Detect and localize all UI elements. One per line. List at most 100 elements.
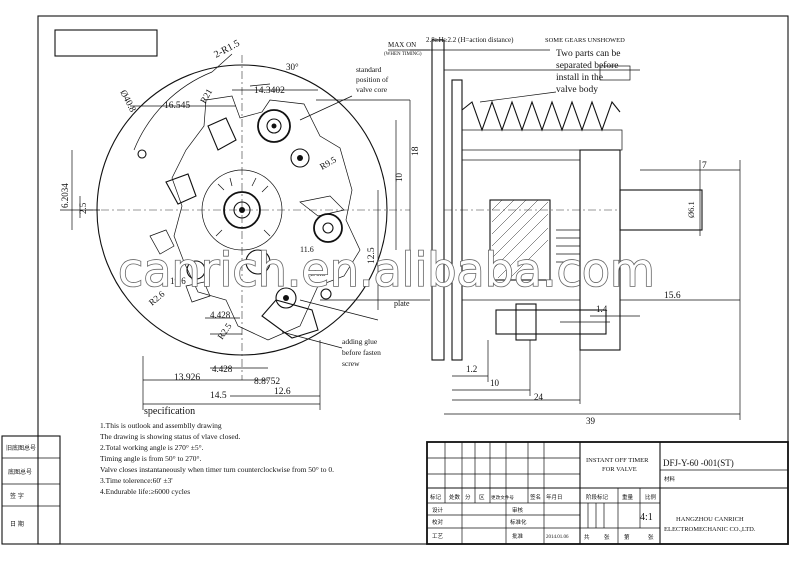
svg-text:12.6: 12.6 bbox=[274, 387, 291, 397]
svg-text:4.Endurable life:≥6000 cycles: 4.Endurable life:≥6000 cycles bbox=[100, 487, 190, 496]
svg-text:before fasten: before fasten bbox=[342, 348, 381, 357]
svg-text:standard: standard bbox=[356, 65, 382, 74]
svg-text:区: 区 bbox=[479, 494, 485, 501]
svg-text:install in the: install in the bbox=[556, 73, 603, 83]
svg-text:1.4: 1.4 bbox=[596, 304, 608, 314]
max-on-label: MAX ON bbox=[388, 41, 416, 49]
svg-text:Timing angle is from 50° to 2: Timing angle is from 50° to 270°. bbox=[100, 454, 201, 463]
svg-text:16.545: 16.545 bbox=[164, 101, 190, 111]
svg-text:HANGZHOU CANRICH: HANGZHOU CANRICH bbox=[676, 516, 744, 523]
svg-text:R2.5: R2.5 bbox=[215, 321, 233, 341]
svg-text:30°: 30° bbox=[286, 62, 299, 72]
svg-text:R9.5: R9.5 bbox=[318, 154, 338, 172]
svg-text:valve body: valve body bbox=[556, 85, 598, 95]
specification-block: specification 1.This is outlook and asse… bbox=[100, 406, 334, 496]
svg-text:14.3402: 14.3402 bbox=[254, 86, 285, 96]
gears-note-label: SOME GEARS UNSHOWED bbox=[545, 37, 625, 44]
svg-text:张: 张 bbox=[604, 533, 610, 541]
sheet-border bbox=[37, 15, 789, 545]
svg-text:第: 第 bbox=[624, 533, 630, 541]
svg-text:张: 张 bbox=[648, 533, 654, 541]
svg-text:2-R1.5: 2-R1.5 bbox=[212, 38, 241, 61]
svg-text:specification: specification bbox=[144, 406, 195, 417]
svg-text:adding glue: adding glue bbox=[342, 337, 378, 346]
svg-text:8.8752: 8.8752 bbox=[254, 377, 280, 387]
svg-text:1.2: 1.2 bbox=[466, 364, 477, 374]
svg-text:DFJ-Y-60 -001(ST): DFJ-Y-60 -001(ST) bbox=[663, 458, 734, 468]
svg-text:分: 分 bbox=[465, 493, 471, 501]
svg-text:INSTANT OFF TIMER: INSTANT OFF TIMER bbox=[586, 457, 649, 464]
svg-text:材料: 材料 bbox=[664, 475, 676, 483]
svg-text:共: 共 bbox=[584, 533, 590, 541]
svg-text:旧底图总号: 旧底图总号 bbox=[6, 444, 36, 452]
top-left-box bbox=[54, 29, 158, 57]
svg-text:比例: 比例 bbox=[645, 493, 657, 501]
svg-text:Two parts can be: Two parts can be bbox=[556, 49, 621, 59]
when-timing-label: (WHEN TIMING) bbox=[384, 52, 422, 57]
svg-text:校对: 校对 bbox=[432, 518, 444, 526]
svg-text:14.5: 14.5 bbox=[210, 391, 227, 401]
svg-text:重量: 重量 bbox=[622, 493, 634, 501]
svg-text:15.6: 15.6 bbox=[664, 291, 681, 301]
svg-text:R21: R21 bbox=[198, 87, 214, 105]
adding-glue-callout: adding glue before fasten screw bbox=[342, 337, 381, 368]
svg-text:阶段标记: 阶段标记 bbox=[586, 493, 609, 501]
svg-text:24: 24 bbox=[534, 392, 544, 402]
side-view bbox=[431, 39, 703, 361]
svg-text:ELECTROMECHANIC CO.,LTD.: ELECTROMECHANIC CO.,LTD. bbox=[664, 526, 756, 533]
svg-text:FOR VALVE: FOR VALVE bbox=[602, 466, 637, 473]
svg-text:日 期: 日 期 bbox=[10, 520, 24, 528]
leader-lines bbox=[281, 49, 557, 349]
svg-text:screw: screw bbox=[342, 359, 360, 368]
svg-text:valve core: valve core bbox=[356, 85, 388, 94]
svg-text:工艺: 工艺 bbox=[432, 533, 444, 540]
svg-text:签名: 签名 bbox=[530, 493, 541, 501]
watermark: canrich.en.alibaba.com bbox=[118, 243, 655, 297]
svg-text:position of: position of bbox=[356, 75, 389, 84]
svg-text:10: 10 bbox=[394, 173, 404, 183]
svg-text:底图总号: 底图总号 bbox=[8, 468, 32, 476]
svg-text:标准化: 标准化 bbox=[510, 518, 527, 526]
svg-text:签 字: 签 字 bbox=[10, 492, 24, 500]
svg-text:4.428: 4.428 bbox=[212, 364, 233, 374]
svg-text:The drawing is showing status: The drawing is showing status of vlave c… bbox=[100, 432, 241, 441]
svg-text:Ø40.8: Ø40.8 bbox=[117, 89, 137, 115]
svg-text:2014.01.06: 2014.01.06 bbox=[546, 535, 569, 540]
svg-text:Valve closes instantaneously w: Valve closes instantaneously when timer … bbox=[100, 465, 334, 474]
svg-text:6.2034: 6.2034 bbox=[60, 183, 70, 208]
svg-text:Ø6.1: Ø6.1 bbox=[686, 201, 696, 218]
action-distance-label: 2.8≥H≥2.2 (H=action distance) bbox=[426, 36, 514, 44]
svg-text:12.5: 12.5 bbox=[367, 247, 377, 264]
svg-text:处数: 处数 bbox=[449, 493, 461, 501]
side-dimension-texts: 7 Ø6.1 15.6 1.4 1.2 10 24 39 bbox=[466, 161, 707, 426]
svg-text:3.Time tolerence:60' ±3': 3.Time tolerence:60' ±3' bbox=[100, 476, 173, 485]
svg-text:审核: 审核 bbox=[512, 506, 524, 514]
svg-text:13.926: 13.926 bbox=[174, 373, 200, 383]
svg-text:4:1: 4:1 bbox=[640, 512, 653, 523]
front-dimension-lines bbox=[60, 89, 430, 410]
svg-text:Ø6.5: Ø6.5 bbox=[310, 269, 326, 278]
standard-position-callout: standard position of valve core bbox=[356, 65, 389, 94]
title-block: INSTANT OFF TIMER FOR VALVE DFJ-Y-60 -00… bbox=[426, 441, 789, 545]
svg-text:39: 39 bbox=[586, 416, 596, 426]
svg-text:2.Total working angle is 270°: 2.Total working angle is 270° ±5°. bbox=[100, 443, 204, 452]
front-view bbox=[85, 53, 410, 380]
svg-text:1.This is outlook and assembll: 1.This is outlook and assemblly drawing bbox=[100, 421, 222, 430]
svg-text:7: 7 bbox=[702, 161, 707, 171]
svg-text:标记: 标记 bbox=[430, 493, 442, 501]
svg-text:年月日: 年月日 bbox=[546, 493, 563, 501]
left-record-strip: 旧底图总号 底图总号 签 字 日 期 bbox=[1, 435, 61, 545]
svg-text:11.6: 11.6 bbox=[300, 245, 314, 254]
svg-text:10: 10 bbox=[490, 378, 500, 388]
svg-text:设计: 设计 bbox=[432, 506, 444, 514]
svg-text:更改文件号: 更改文件号 bbox=[491, 494, 514, 501]
svg-text:4.428: 4.428 bbox=[210, 310, 231, 320]
svg-text:批准: 批准 bbox=[512, 532, 524, 540]
svg-text:2.5: 2.5 bbox=[78, 202, 88, 214]
two-parts-callout: Two parts can be separated before instal… bbox=[556, 49, 621, 95]
svg-text:18: 18 bbox=[411, 146, 421, 156]
svg-text:19.6: 19.6 bbox=[170, 276, 186, 286]
side-dimension-lines bbox=[410, 49, 741, 420]
plate-label: plate bbox=[394, 299, 410, 308]
